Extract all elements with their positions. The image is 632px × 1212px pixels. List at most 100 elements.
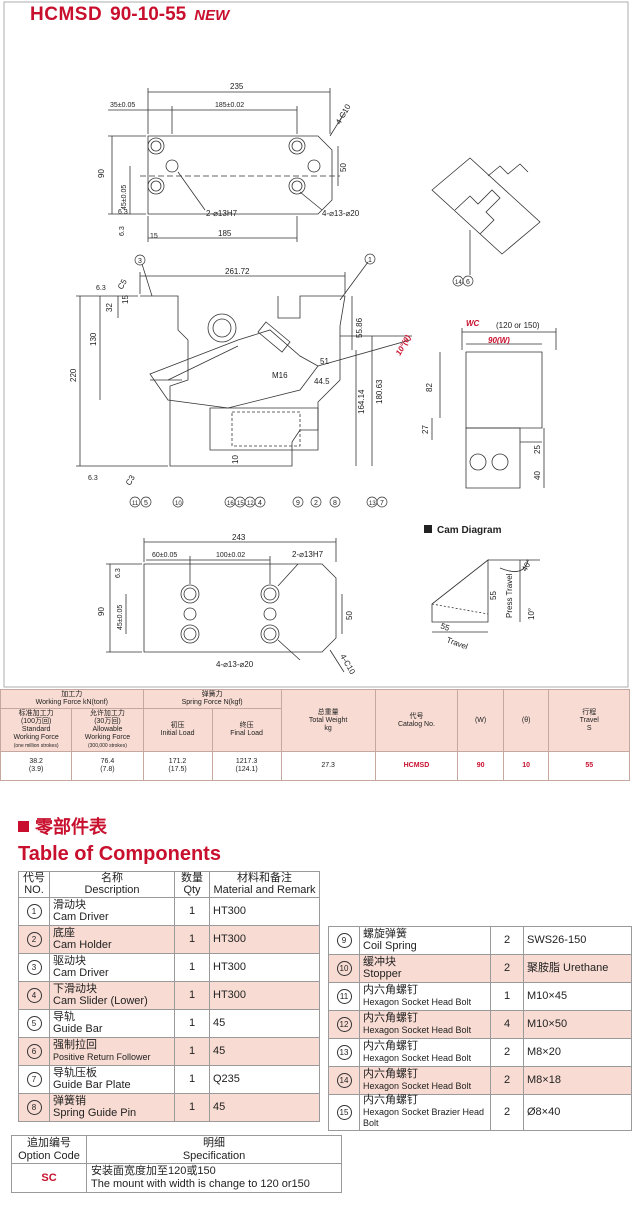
component-material: M8×18 — [523, 1066, 632, 1095]
component-qty: 4 — [490, 1010, 524, 1039]
cam-55-a: 55 — [489, 591, 498, 600]
press-travel: Press Travel — [505, 573, 514, 618]
component-qty: 1 — [174, 1093, 210, 1123]
bottom-100: 100±0.02 — [216, 552, 245, 559]
component-qty: 1 — [490, 982, 524, 1011]
cam-25: 25 — [533, 445, 542, 454]
component-no: 2 — [18, 925, 50, 955]
bottom-pin: 2-⌀13H7 — [292, 550, 324, 559]
component-no: 11 — [328, 982, 360, 1011]
cam-travel: Travel — [445, 635, 469, 651]
bottom-6-3: 6.3 — [115, 568, 122, 578]
dim-50: 50 — [339, 163, 348, 172]
bottom-243: 243 — [232, 533, 246, 542]
specs-row: 38.2(3.9) 76.4(7.8) 171.2(17.5) 1217.3(1… — [0, 751, 630, 782]
callout-numbers: 1 3 11 5 10 16 15 12 4 9 2 8 13 7 14 6 — [129, 253, 474, 508]
callout-9: 9 — [296, 500, 300, 507]
callout-6: 6 — [466, 279, 470, 286]
component-qty: 1 — [174, 897, 210, 927]
component-material: 45 — [209, 1009, 320, 1039]
component-material: Ø8×40 — [523, 1094, 632, 1131]
component-qty: 1 — [174, 981, 210, 1011]
bottom-bolt: 4-⌀13-⌀20 — [216, 660, 254, 669]
bottom-90: 90 — [97, 607, 106, 616]
dim-35: 35±0.05 — [110, 102, 135, 109]
bottom-60: 60±0.05 — [152, 552, 177, 559]
dim-c5: C5 — [116, 277, 129, 291]
callout-5: 5 — [144, 500, 148, 507]
component-qty: 2 — [490, 1066, 524, 1095]
dim-6-3-side-b: 6.3 — [96, 285, 106, 292]
callout-7: 7 — [380, 500, 384, 507]
cell-theta: 10 — [502, 751, 550, 782]
component-qty: 1 — [174, 1037, 210, 1067]
component-qty: 1 — [174, 925, 210, 955]
dim-55-86: 55.86 — [355, 317, 364, 338]
cell-w: 90 — [457, 751, 504, 782]
dim-185-top: 185±0.02 — [215, 102, 244, 109]
dim-51: 51 — [320, 357, 329, 366]
dim-angle: 10°(θ) — [394, 333, 413, 357]
components-title-en: Table of Components — [18, 843, 221, 865]
component-qty: 2 — [490, 926, 524, 955]
cell-travel: 55 — [548, 751, 630, 782]
component-qty: 2 — [490, 954, 524, 983]
component-material: HT300 — [209, 981, 320, 1011]
dim-180-63: 180.63 — [375, 379, 384, 404]
dim-164-14: 164.14 — [357, 389, 366, 414]
header-theta: (θ) — [502, 688, 550, 753]
callout-15: 15 — [237, 501, 244, 507]
cell-catalog: HCMSD — [374, 751, 459, 782]
dim-6-3-b: 6.3 — [119, 226, 126, 236]
dim-44-5: 44.5 — [314, 377, 330, 386]
page-title: HCMSD 90-10-55 NEW — [30, 4, 229, 28]
cell-allowable: 76.4(7.8) — [71, 751, 144, 782]
model-number: 90-10-55 — [110, 4, 187, 25]
callout-13: 13 — [369, 501, 376, 507]
dim-235: 235 — [230, 82, 244, 91]
component-no: 13 — [328, 1038, 360, 1067]
component-qty: 1 — [174, 1009, 210, 1039]
dim-pin: 2-⌀13H7 — [206, 209, 238, 218]
cam-wc: WC — [466, 319, 480, 328]
component-no: 8 — [18, 1093, 50, 1123]
component-material: HT300 — [209, 953, 320, 983]
component-material: SWS26-150 — [523, 926, 632, 955]
model-code: HCMSD — [30, 4, 103, 25]
component-qty: 1 — [174, 953, 210, 983]
component-material: M8×20 — [523, 1038, 632, 1067]
cam-82: 82 — [425, 383, 434, 392]
dim-6-3-a: 6.3 — [118, 209, 128, 216]
technical-drawing: 235 35±0.05 185±0.02 4-C10 90 45±0.05 50… — [3, 1, 629, 688]
component-no: 7 — [18, 1065, 50, 1095]
component-material: HT300 — [209, 925, 320, 955]
dim-bolt: 4-⌀13-⌀20 — [322, 209, 360, 218]
component-qty: 2 — [490, 1038, 524, 1067]
dim-90: 90 — [97, 169, 106, 178]
callout-4: 4 — [258, 500, 262, 507]
